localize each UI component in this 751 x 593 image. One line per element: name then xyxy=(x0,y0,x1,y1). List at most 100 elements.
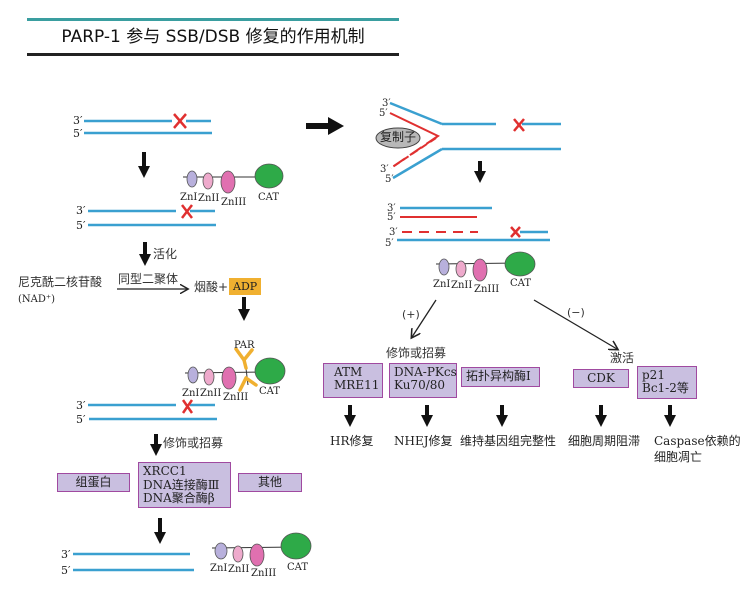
strand-label-3: 3′ xyxy=(387,203,396,214)
strand-label-5: 5′ xyxy=(387,212,396,223)
down-arrow-icon xyxy=(238,297,250,321)
modify-recruit-label: 修饰或招募 xyxy=(163,436,224,450)
negative-sign: (−) xyxy=(567,306,585,319)
adp-badge: ADP xyxy=(229,278,262,295)
ku70-80-label: Ku70/80 xyxy=(394,378,446,392)
par-chain-icon xyxy=(234,347,258,392)
strand-label-5: 5′ xyxy=(61,564,71,577)
domain-cat-label: CAT xyxy=(287,562,308,573)
atm-mre11-box: ATM MRE11 xyxy=(323,363,383,398)
activate-label: 活化 xyxy=(153,247,178,261)
replisome xyxy=(375,127,421,149)
domain-zn3-label: ZnIII xyxy=(251,568,277,579)
outcome-hr-repair: HR修复 xyxy=(330,434,374,448)
domain-zn1-label: ZnI xyxy=(210,563,228,574)
nicotinic-acid-label: 烟酸+ xyxy=(194,280,229,294)
domain-zn3-label: ZnIII xyxy=(474,284,500,295)
topoisomerase-label: 拓扑异构酶I xyxy=(466,369,531,383)
break-mark-icon xyxy=(181,204,193,219)
outcome-caspase-dependent: Caspase依赖的 xyxy=(654,434,741,448)
strand-label-3: 3′ xyxy=(380,164,389,175)
page-title: PARP-1 参与 SSB/DSB 修复的作用机制 xyxy=(61,27,365,47)
p21-bcl2-box: p21 Bc1-2等 xyxy=(637,366,697,399)
positive-sign: (+) xyxy=(402,308,420,321)
break-mark-icon xyxy=(513,118,525,132)
atm-label: ATM xyxy=(334,365,363,379)
strand-label-3: 3′ xyxy=(389,227,398,238)
domain-zn1-label: ZnI xyxy=(182,388,200,399)
activate-label: 激活 xyxy=(610,351,635,365)
replication-fork xyxy=(389,101,561,180)
others-box: 其他 xyxy=(238,473,302,492)
strand-label-3: 3′ xyxy=(61,548,71,561)
strand-label-5: 5′ xyxy=(73,127,83,140)
break-mark-icon xyxy=(510,226,521,238)
nad-label: 尼克酰二核苷酸 xyxy=(18,275,103,289)
dna-ssb-initial xyxy=(84,113,212,135)
strand-label-3: 3′ xyxy=(73,114,83,127)
down-arrow-icon xyxy=(150,434,162,456)
dna-repaired xyxy=(73,552,194,572)
strand-label-5: 5′ xyxy=(76,413,86,426)
domain-cat-label: CAT xyxy=(510,278,531,289)
outcome-cell-cycle-arrest: 细胞周期阻滞 xyxy=(568,434,641,448)
title-rule-top xyxy=(27,18,399,21)
xrcc1-label: XRCC1 xyxy=(143,464,187,478)
negative-branch-arrow xyxy=(533,299,617,349)
nad-abbr-label: (NAD⁺) xyxy=(18,294,56,305)
ber-proteins-box: XRCC1 DNA连接酶Ⅲ DNA聚合酶β xyxy=(138,462,231,508)
topoisomerase-box: 拓扑异构酶I xyxy=(461,367,540,387)
down-arrow-icon xyxy=(421,405,433,427)
dna-polymerase-beta-label: DNA聚合酶β xyxy=(143,491,215,505)
strand-label-3: 3′ xyxy=(76,204,86,217)
down-arrow-icon xyxy=(139,242,151,266)
strand-label-5: 5′ xyxy=(385,174,394,185)
modify-recruit-label: 修饰或招募 xyxy=(386,346,447,360)
strand-label-5: 5′ xyxy=(385,238,394,249)
strand-label-5: 5′ xyxy=(379,108,388,119)
dnapkcs-ku-box: DNA-PKcs Ku70/80 xyxy=(389,363,457,398)
mre11-label: MRE11 xyxy=(334,378,380,392)
parp1-domains-dsb xyxy=(435,251,536,282)
down-arrow-icon xyxy=(595,405,607,427)
title-rule-bottom xyxy=(27,53,399,56)
strand-label-5: 5′ xyxy=(76,219,86,232)
dna-dsb xyxy=(397,206,550,242)
down-arrow-icon xyxy=(344,405,356,427)
right-arrow-icon xyxy=(306,117,344,135)
down-arrow-icon xyxy=(664,405,676,427)
domain-zn1-label: ZnI xyxy=(433,279,451,290)
p21-label: p21 xyxy=(642,368,665,382)
domain-zn2-label: ZnII xyxy=(198,193,220,204)
down-arrow-icon xyxy=(474,161,486,183)
homodimer-label: 同型二聚体 xyxy=(118,272,179,286)
domain-cat-label: CAT xyxy=(259,386,280,397)
down-arrow-icon xyxy=(496,405,508,427)
bcl2-label: Bc1-2等 xyxy=(642,381,689,395)
dna-ssb-parylated xyxy=(88,399,217,421)
outcome-apoptosis: 细胞凋亡 xyxy=(654,450,703,464)
dna-ligase-3-label: DNA连接酶Ⅲ xyxy=(143,477,220,492)
outcome-genome-integrity: 维持基因组完整性 xyxy=(460,434,557,448)
histone-label: 组蛋白 xyxy=(75,475,112,489)
domain-zn3-label: ZnIII xyxy=(223,392,249,403)
domain-zn3-label: ZnIII xyxy=(221,197,247,208)
break-mark-icon xyxy=(181,399,194,414)
cdk-label: CDK xyxy=(587,371,615,385)
par-label: PAR xyxy=(234,340,255,351)
domain-zn2-label: ZnII xyxy=(228,564,250,575)
others-label: 其他 xyxy=(257,475,282,489)
domain-zn2-label: ZnII xyxy=(451,280,473,291)
down-arrow-icon xyxy=(154,518,166,544)
down-arrow-icon xyxy=(138,152,150,178)
outcome-nhej-repair: NHEJ修复 xyxy=(394,434,453,448)
dna-ssb-bound xyxy=(88,204,216,227)
strand-label-3: 3′ xyxy=(76,399,86,412)
parp1-domains-parylated xyxy=(184,347,286,392)
positive-branch-arrow xyxy=(412,299,437,337)
domain-zn2-label: ZnII xyxy=(200,388,222,399)
dnapkcs-label: DNA-PKcs xyxy=(394,365,457,379)
parp1-domains-1 xyxy=(183,163,284,194)
histone-box: 组蛋白 xyxy=(57,473,130,492)
